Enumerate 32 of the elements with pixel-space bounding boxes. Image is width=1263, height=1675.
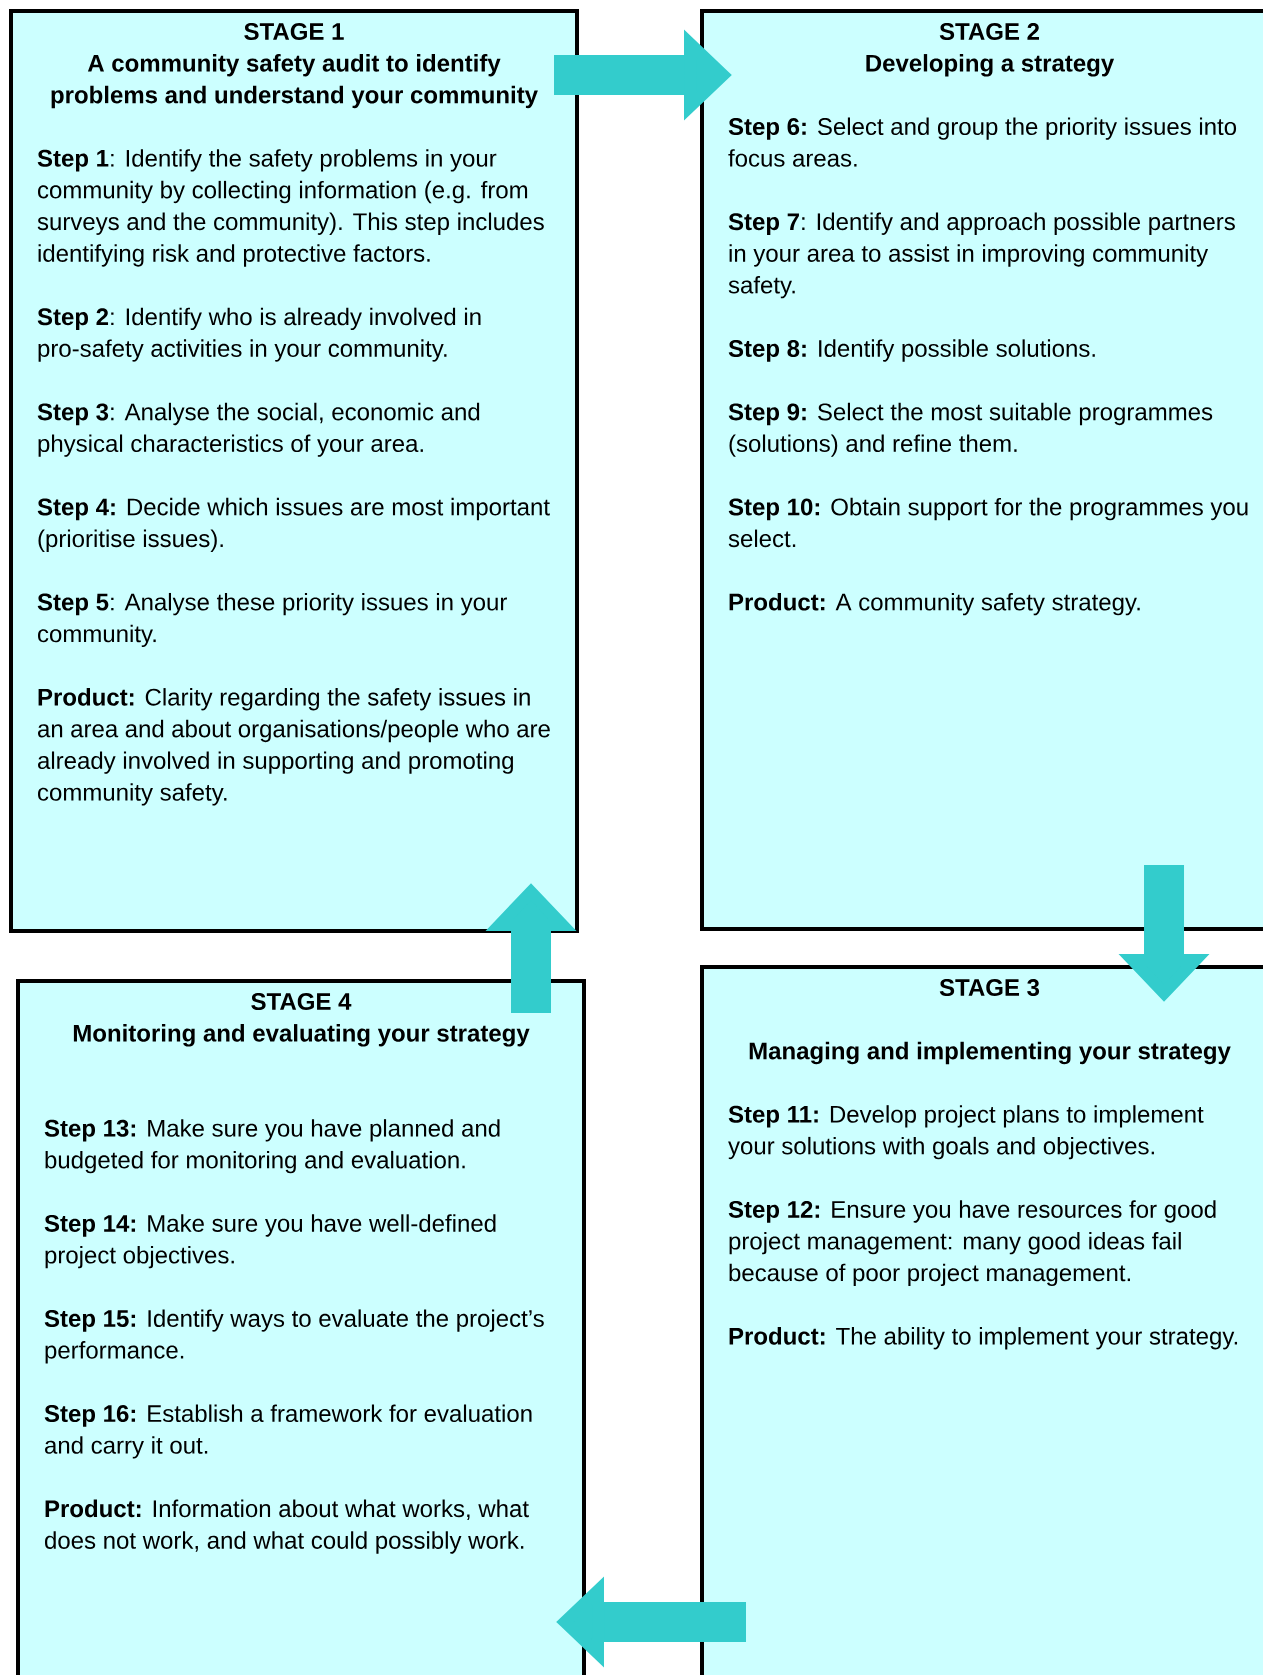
step-text: Step 5: Analyse these priority issues in your community. [37, 592, 507, 648]
step-text: Product: A community safety strategy. [729, 592, 1140, 616]
step-text: Step 8: Identify possible solutions. [728, 339, 1095, 362]
step-text: Step 2: Identify who is already involved in pro-safety activities in your community. [37, 307, 481, 362]
stage-box [700, 9, 1263, 931]
step-text: Step 6: Select and group the priority issues into focus areas. [728, 117, 1237, 167]
step-text: Step 4: Decide which issues are most important (prioritise issues). [37, 497, 550, 552]
step-text: Step 9: Select the most suitable programmes (solutions) and refine them. [728, 402, 1213, 457]
stage-title: Monitoring and evaluating your strategy [73, 1024, 530, 1047]
step-text: Step 14: Make sure you have well-defined project objectives. [44, 1214, 496, 1269]
stage-box [700, 965, 1263, 1675]
step-text: Step 1: Identify the safety problems in your community by collecting information (e.g. from surveys and the community). This step includes identifying risk and protective factors. [37, 149, 544, 267]
stage-heading: STAGE 4 [251, 993, 352, 1010]
step-text: Step 12: Ensure you have resources for good project management: many good ideas fail because of poor project management. [728, 1200, 1216, 1287]
step-text: Step 7: Identify and approach possible partners in your area to assist in improving community safety. [728, 212, 1235, 299]
stage-title: A community safety audit to identify problems and understand your community [51, 54, 538, 109]
stage-box [9, 9, 579, 933]
step-text: Step 11: Develop project plans to implement your solutions with goals and objectives. [728, 1105, 1204, 1160]
step-text: Step 16: Establish a framework for evaluation and carry it out. [44, 1404, 532, 1459]
stage-title: Managing and implementing your strategy [749, 1041, 1231, 1065]
step-text: Step 15: Identify ways to evaluate the project’s performance. [44, 1309, 544, 1364]
step-text: Product: The ability to implement your strategy. [729, 1327, 1238, 1350]
step-text: Product: Clarity regarding the safety issues in an area and about organisations/people who are already involved in supporting and promoting community safety. [38, 688, 550, 806]
stage-heading: STAGE 2 [939, 23, 1039, 40]
stage-box [16, 979, 586, 1675]
step-text: Step 10: Obtain support for the programmes you select. [728, 497, 1248, 548]
stage-heading: STAGE 3 [939, 979, 1040, 997]
step-text: Step 3: Analyse the social, economic and physical characteristics of your area. [37, 402, 480, 457]
stage-heading: STAGE 1 [244, 23, 344, 40]
step-text: Step 13: Make sure you have planned and budgeted for monitoring and evaluation. [44, 1119, 500, 1174]
step-text: Product: Information about what works, what does not work, and what could possibly work. [45, 1499, 529, 1554]
stage-title: Developing a strategy [866, 54, 1115, 77]
